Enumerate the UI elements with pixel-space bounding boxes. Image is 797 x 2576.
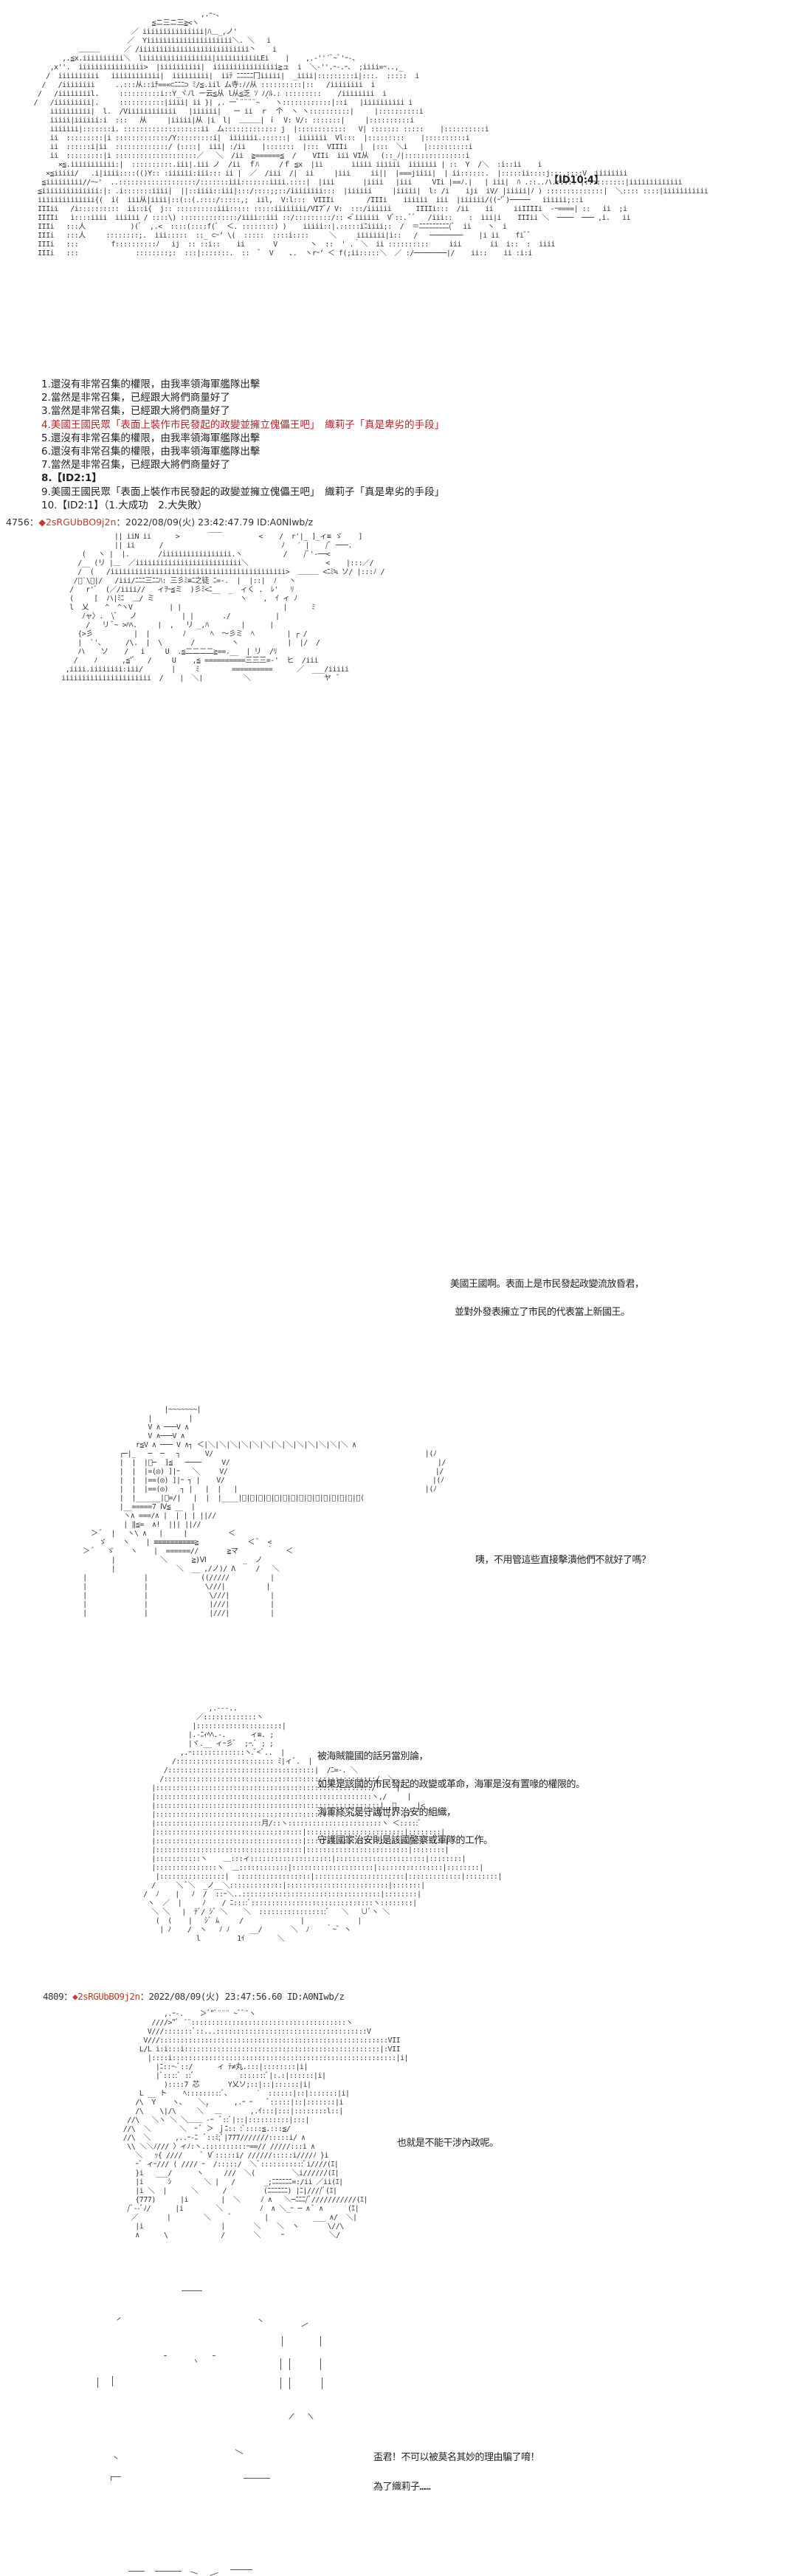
- art-line: [280, 2378, 281, 2389]
- art-line: [190, 2571, 198, 2575]
- art-line: [235, 2449, 244, 2454]
- trip-mark-icon: ◆: [38, 517, 46, 528]
- art-line: [164, 2355, 167, 2356]
- poll-option: 2.當然是非常召集，已經跟大將們商量好了: [41, 392, 230, 404]
- post-header: 4756：◆2sRGUbBO9j2n：2022/08/09(火) 23:42:4…: [6, 514, 313, 528]
- art-line: [182, 2290, 202, 2291]
- art-line: [194, 2359, 198, 2363]
- art-line: [213, 2355, 215, 2356]
- art-line: [289, 2358, 290, 2370]
- poll-option: 6.還沒有非常召集的權限，由我率領海軍艦隊出擊: [41, 446, 261, 458]
- post-number[interactable]: 4756: [6, 517, 30, 528]
- trip-mark-icon: ◆: [72, 1991, 78, 2002]
- post-number[interactable]: 4809: [43, 1991, 64, 2002]
- art-line: [230, 2569, 252, 2570]
- dialogue-text: 如果是該國的市民發起的政變或革命，海軍是沒有置喙的權限的。: [317, 1779, 585, 1790]
- post-meta: ：2022/08/09(火) 23:42:47.79 ID:A0NIwb/z: [116, 517, 314, 528]
- art-line: [117, 2317, 121, 2321]
- post-meta: ：2022/08/09(火) 23:47:56.60 ID:A0NIwb/z: [139, 1991, 345, 2002]
- art-line: [97, 2378, 98, 2388]
- dialogue-text: 盃君！不可以被莫名其妙的理由騙了唷！: [373, 2452, 540, 2463]
- poll-id-label: 【ID10:4】: [549, 175, 604, 186]
- poll-option: 10.【ID2:1】（1.大成功 2.大失敗）: [41, 499, 208, 511]
- post-separator: ：: [63, 1991, 73, 2002]
- dialogue-text: 為了織莉子……: [373, 2482, 431, 2493]
- art-line: [244, 2478, 270, 2479]
- art-line: [112, 2376, 113, 2386]
- dialogue-text: 被海賊籠國的話另當別論，: [317, 1751, 429, 1762]
- dialogue-text: 並對外發表擁立了市民的代表當上新國王。: [455, 1307, 630, 1318]
- poll-option: 9.美國王國民眾「表面上裝作市民發起的政變並擁立傀儡王吧」 織莉子「真是卑劣的手…: [41, 486, 445, 498]
- poll-options: 1.還沒有非常召集的權限，由我率領海軍艦隊出擊 2.當然是非常召集，已經跟大將們…: [41, 378, 444, 512]
- art-line: [289, 2413, 294, 2420]
- post-trip: 2sRGUbBO9j2n: [45, 517, 117, 528]
- art-line: [320, 2358, 321, 2370]
- art-line: [210, 2572, 218, 2576]
- art-line: [289, 2378, 290, 2389]
- poll-option: 7.當然是非常召集，已經跟大將們商量好了: [41, 459, 230, 472]
- ascii-art-hooded-figure: ,.---.. ／:::::::::::::ヽ |:::::::::::::::…: [143, 1705, 502, 1943]
- post-header: 4809：◆2sRGUbBO9j2n：2022/08/09(火) 23:47:5…: [43, 1991, 345, 2002]
- art-line: [114, 2456, 118, 2459]
- art-line: [258, 2318, 263, 2322]
- art-line: [155, 2571, 182, 2572]
- ascii-art-megaphone-speaker: |~~~~~~~| | | V ∧ ───V ∧ V ∧───V ∧ r≦V ∧…: [83, 1406, 446, 1617]
- art-line: [111, 2476, 121, 2477]
- art-line: [301, 2322, 308, 2327]
- art-line: [282, 2336, 283, 2347]
- art-line: [128, 2571, 145, 2572]
- poll-option: 8.【ID2:1】: [41, 472, 102, 485]
- art-line: [308, 2413, 314, 2420]
- dialogue-text: 咦，不用管這些直接擊潰他們不就好了嗎？: [475, 1555, 651, 1566]
- ascii-art-crowd: ,.ｰ-、 ≦ニ三ニ三≧<ヽ ／ iiiiiiiiiiiiiii|ﾊ＿_,ノ' …: [33, 10, 708, 258]
- dialogue-text: 守護國家治安則是該國警察或軍隊的工作。: [317, 1835, 493, 1846]
- ascii-art-thinking-figure: ,.ｰ-. ＞ﾞ"ﾞ¨¨¨ ~ﾞﾞ¨ヽ ////>"ﾞ ´¨::::::::::…: [123, 2010, 409, 2240]
- post-trip: 2sRGUbBO9j2n: [77, 1991, 140, 2002]
- dialogue-text: 海軍終究是守護世界治安的組織，: [317, 1807, 456, 1818]
- poll-option: 1.還沒有非常召集的權限，由我率領海軍艦隊出擊: [41, 379, 261, 390]
- poll-option: 5.還沒有非常召集的權限，由我率領海軍艦隊出擊: [41, 432, 261, 444]
- dialogue-text: 美國王國啊。表面上是市民發起政變流放昏君，: [450, 1279, 644, 1290]
- poll-option: 3.當然是非常召集，已經跟大將們商量好了: [41, 405, 230, 418]
- poll-option-highlighted: 4.美國王國民眾「表面上裝作市民發起的政變並擁立傀儡王吧」 織莉子「真是卑劣的手…: [41, 418, 445, 431]
- art-line: [320, 2336, 321, 2347]
- face-closeup-art: [37, 914, 384, 2576]
- art-line: [280, 2358, 281, 2370]
- ascii-art-citizens: || iiN ii > ￣￣ < / r'|_ ]_ィ≡ ゞ ] || ii /…: [37, 533, 651, 2576]
- post-separator: ：: [29, 517, 39, 528]
- dialogue-text: 也就是不能干涉內政呢。: [397, 2138, 499, 2149]
